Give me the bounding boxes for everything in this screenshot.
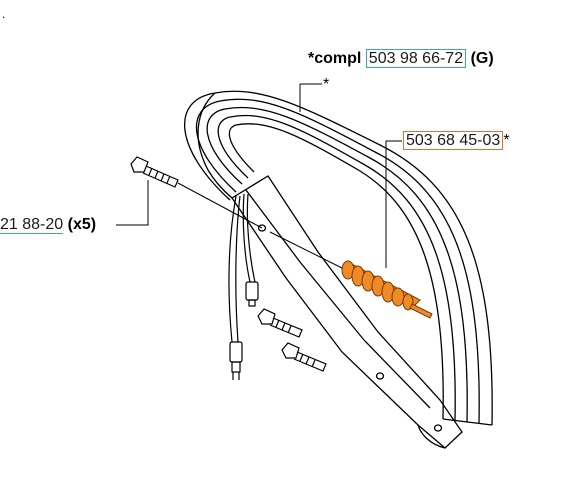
compl-part-number-link[interactable]: 503 98 66-72 bbox=[365, 49, 467, 68]
leader-lines bbox=[116, 83, 402, 269]
heater-wires bbox=[228, 193, 259, 380]
handle-bar bbox=[231, 175, 463, 449]
screw-top-left bbox=[130, 156, 179, 188]
heater-suffix: * bbox=[503, 132, 510, 149]
screw-quantity: (x5) bbox=[67, 216, 97, 233]
corner-dot: . bbox=[2, 7, 6, 21]
asterisk-callout: * bbox=[323, 76, 330, 93]
screw-lower-1 bbox=[257, 308, 303, 338]
screw-callout: 21 88-20 (x5) bbox=[0, 216, 96, 234]
complete-handle-callout: *compl 503 98 66-72 (G) bbox=[308, 49, 494, 68]
compl-prefix: *compl bbox=[308, 50, 362, 67]
heater-part-number-link[interactable]: 503 68 45-03 bbox=[403, 131, 504, 150]
heating-element[interactable] bbox=[341, 260, 433, 319]
handle-bow bbox=[184, 90, 493, 426]
screw-part-number-link[interactable]: 21 88-20 bbox=[0, 216, 64, 234]
heater-callout: 503 68 45-03* bbox=[403, 131, 510, 150]
screw-lower-2 bbox=[281, 342, 327, 372]
compl-suffix: (G) bbox=[470, 50, 494, 67]
